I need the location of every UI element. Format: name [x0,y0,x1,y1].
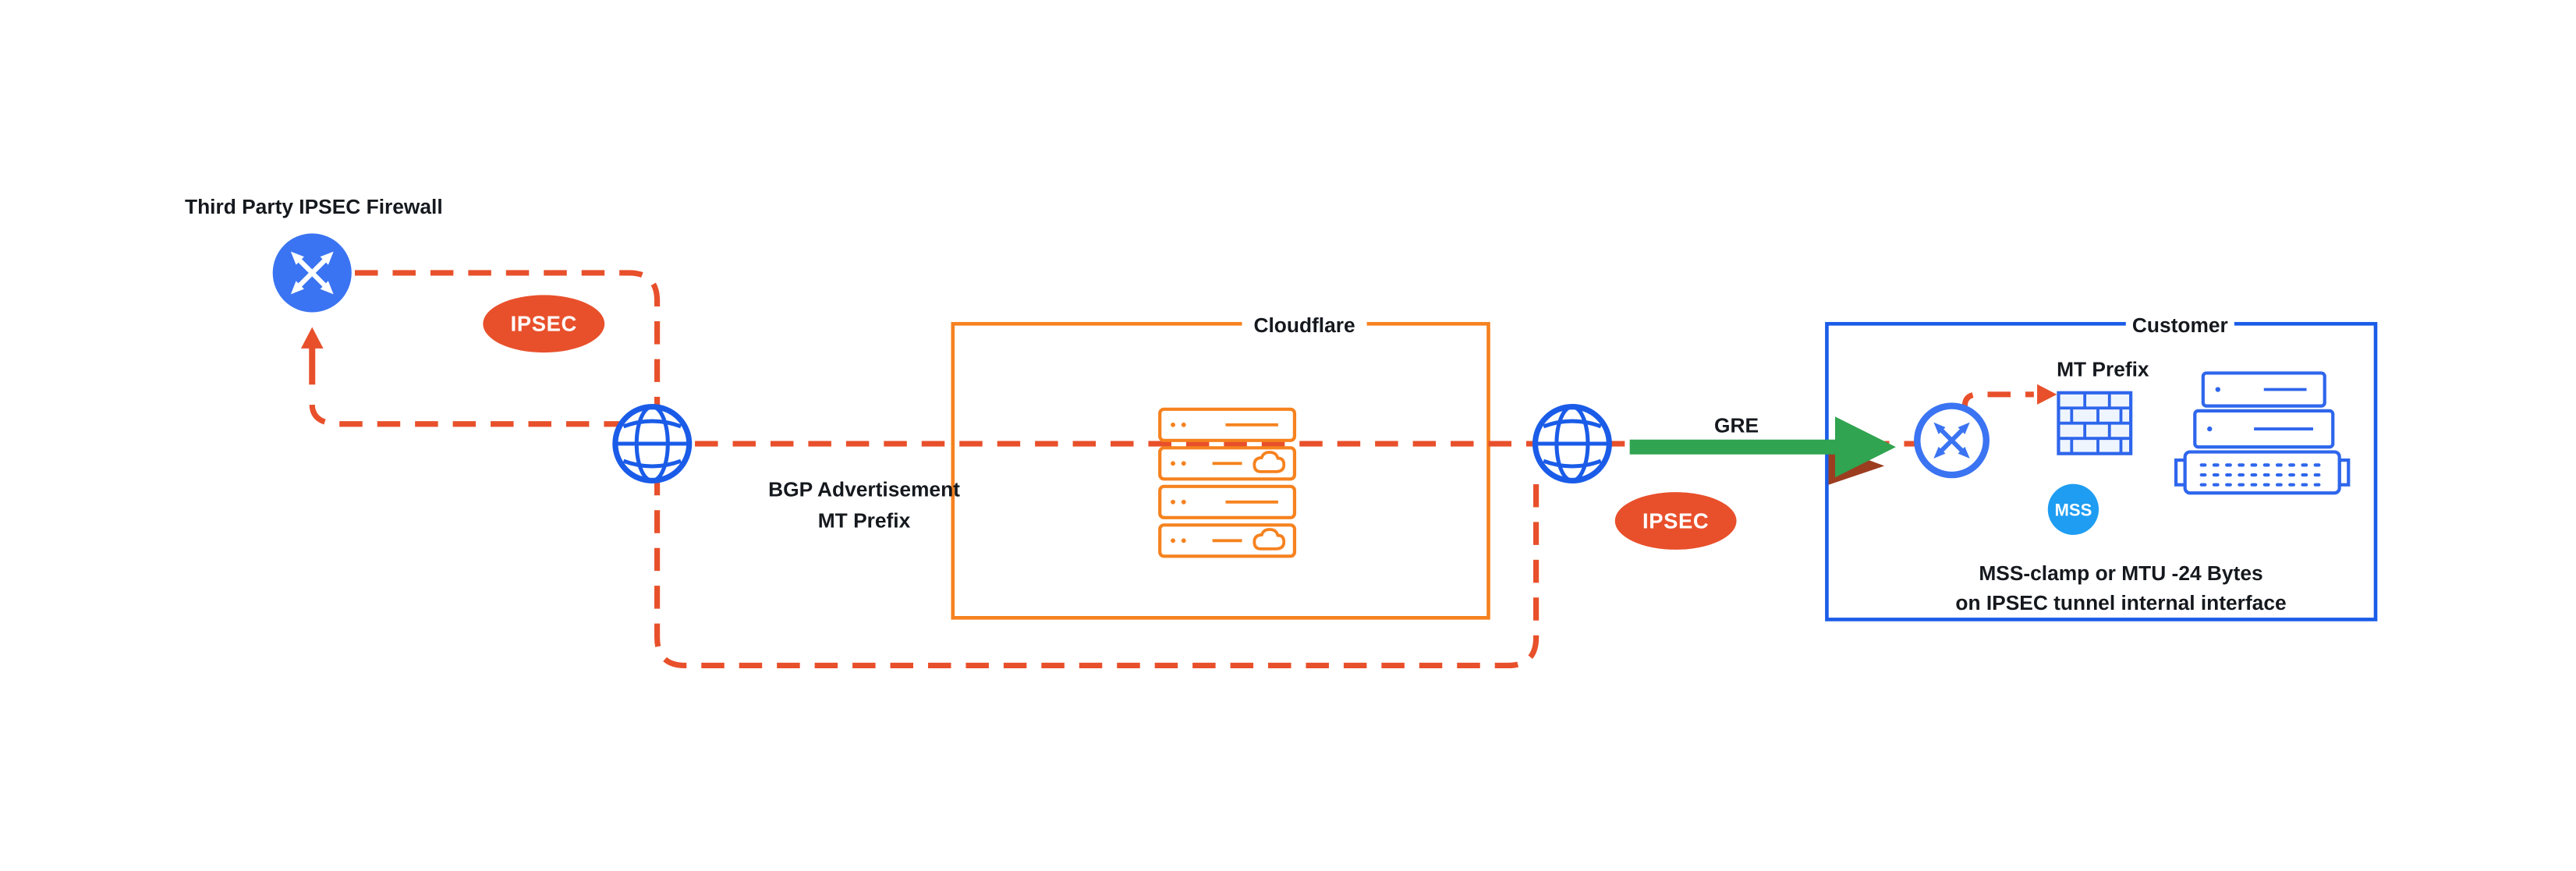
mss-note-line2: on IPSEC tunnel internal interface [1955,591,2286,614]
return-path-to-firewall [309,391,661,427]
firewall-icon [2057,391,2133,455]
customer-router-icon [1914,402,1990,479]
ipsec-badge-left-label: IPSEC [511,312,577,336]
ipsec-badge-right-label: IPSEC [1642,509,1709,533]
cloudflare-box-label-gap [1242,310,1367,336]
third-party-firewall-router-icon [272,233,352,313]
cloud-icon [1253,528,1286,551]
cloudflare-box-border [951,321,1490,620]
mss-badge-label: MSS [2054,501,2092,520]
ipsec-badge-right-shape [1614,492,1737,550]
arrow-up-icon [300,327,324,385]
gre-arrow-head [1834,416,1896,478]
customer-box-label: Customer [2132,313,2228,337]
globe-left-icon [612,404,693,484]
customer-box-border [1825,321,2378,621]
mt-prefix-label: MT Prefix [2057,358,2149,381]
bgp-advertisement-label-line2: MT Prefix [818,508,911,532]
ipsec-badge-left-shape [483,295,605,353]
customer-box: Customer [1825,310,2378,621]
cloudflare-server-stack-icon [1158,407,1297,558]
bgp-advertisement-label-line1: BGP Advertisement [768,477,960,501]
globe-right-icon [1532,404,1612,484]
third-party-firewall-label: Third Party IPSEC Firewall [185,195,443,218]
up-arrow-head [300,327,324,349]
mss-note-line1: MSS-clamp or MTU -24 Bytes [1979,561,2262,585]
cloudflare-box: Cloudflare [951,310,1490,620]
gre-label: GRE [1714,413,1759,437]
ipsec-badge-left: IPSEC [483,295,605,353]
cloudflare-box-label: Cloudflare [1253,313,1355,337]
gre-arrow-icon [1629,416,1896,478]
mss-badge: MSS [2047,483,2099,535]
cloud-icon [1253,451,1286,473]
mss-badge-circle [2047,483,2099,535]
customer-box-label-gap [2125,310,2234,336]
mt-prefix-arrow-head [2037,384,2057,405]
customer-server-stack-icon [2174,371,2351,495]
ipsec-badge-right: IPSEC [1614,492,1737,550]
